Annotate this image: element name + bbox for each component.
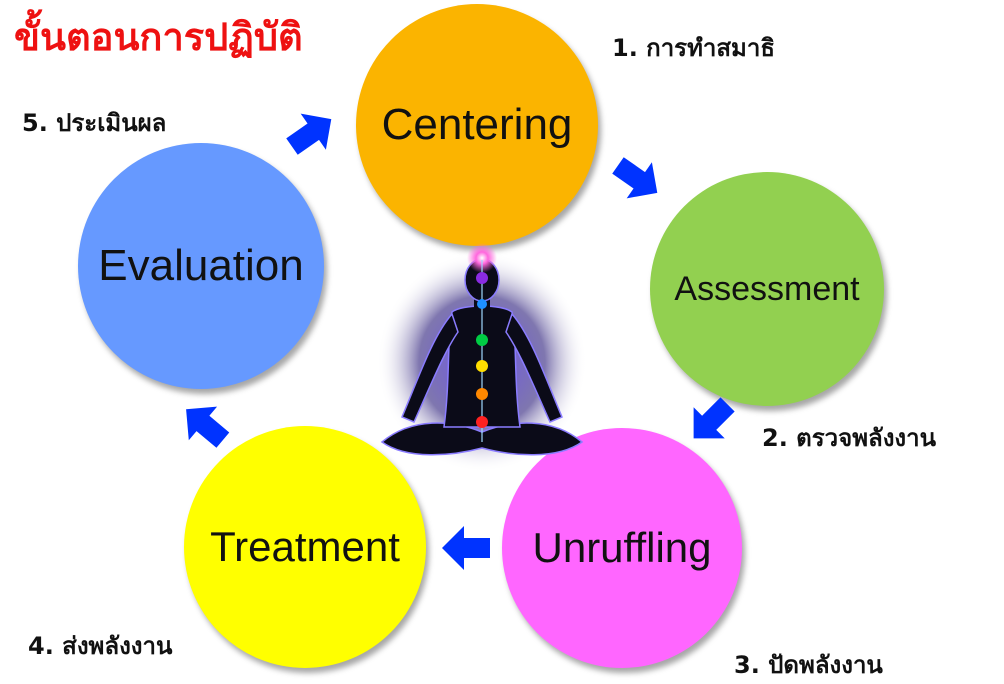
page-title: ขั้นตอนการปฏิบัติ	[14, 15, 303, 59]
step-2-label: 2. ตรวจพลังงาน	[762, 424, 937, 452]
arrow-treatment-to-evaluation	[186, 406, 230, 448]
unruffling-text: Unruffling	[532, 524, 712, 571]
step-1-label: 1. การทำสมาธิ	[612, 34, 775, 62]
arrow-assessment-to-unruffling	[693, 397, 735, 439]
arrow-unruffling-to-treatment	[442, 526, 490, 570]
assessment-text: Assessment	[674, 269, 860, 308]
evaluation-circle: Evaluation	[78, 143, 324, 389]
step-3-label: 3. ปัดพลังงาน	[734, 651, 883, 679]
meditation-figure-icon	[377, 243, 587, 472]
step-5-label: 5. ประเมินผล	[22, 109, 167, 137]
arrow-centering-to-assessment	[612, 157, 658, 199]
treatment-text: Treatment	[210, 523, 400, 570]
assessment-circle: Assessment	[650, 172, 884, 406]
step-4-label: 4. ส่งพลังงาน	[28, 632, 173, 660]
centering-circle: Centering	[356, 4, 598, 246]
arrow-evaluation-to-centering	[286, 113, 332, 155]
centering-text: Centering	[381, 100, 573, 149]
evaluation-text: Evaluation	[98, 241, 304, 290]
